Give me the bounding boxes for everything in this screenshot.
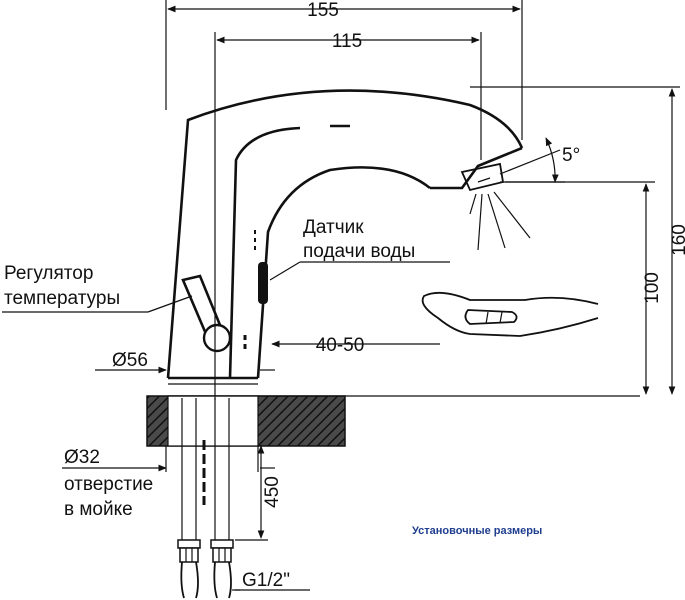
dim-base-diameter: Ø56 bbox=[112, 350, 148, 371]
sink-slab bbox=[146, 395, 640, 447]
hole-label-line2: в мойке bbox=[64, 499, 133, 520]
hole-diameter-label: Ø32 bbox=[64, 447, 100, 468]
dimension-lines bbox=[2, 0, 680, 591]
sensor-label-line2: подачи воды bbox=[303, 241, 415, 262]
dim-hose-length: 450 bbox=[262, 476, 283, 508]
dim-height-spout: 100 bbox=[642, 272, 663, 304]
regulator-label-line2: температуры bbox=[4, 288, 120, 309]
dim-height-total: 160 bbox=[669, 224, 685, 256]
dim-thread: G1/2" bbox=[242, 570, 290, 591]
temperature-lever bbox=[181, 274, 232, 353]
faucet-body bbox=[166, 89, 524, 385]
regulator-label-line1: Регулятор bbox=[4, 263, 93, 284]
dim-angle: 5° bbox=[562, 145, 580, 166]
diagram-caption: Установочные размеры bbox=[412, 525, 542, 537]
dim-total-width: 155 bbox=[307, 0, 339, 21]
dim-sensor-distance: 40-50 bbox=[316, 335, 365, 356]
dim-spout-width: 115 bbox=[332, 31, 362, 52]
hand-illustration bbox=[421, 291, 599, 337]
hoses bbox=[177, 398, 234, 599]
sensor-label-line1: Датчик bbox=[303, 217, 364, 238]
sensor-beam bbox=[469, 191, 531, 251]
hole-label-line1: отверстие bbox=[64, 474, 153, 495]
